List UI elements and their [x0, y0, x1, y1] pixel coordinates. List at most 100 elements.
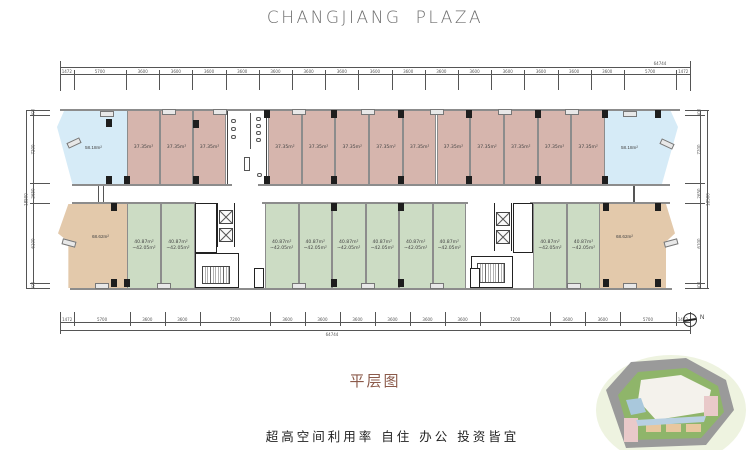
- bottom-total-line: [60, 330, 690, 331]
- compass-icon: [683, 313, 697, 327]
- dim-tick: [550, 312, 551, 326]
- dim-tick: [685, 183, 705, 184]
- dimension-segment-label: 3600: [569, 69, 580, 74]
- dimension-segment-label: 3600: [303, 69, 314, 74]
- stairs-icon: [202, 266, 230, 284]
- stairs-icon: [477, 263, 505, 283]
- unit-area-label: 37.35m²: [376, 144, 396, 150]
- dimension-segment-label: 5700: [94, 69, 105, 74]
- pillar: [535, 110, 541, 118]
- ac-unit-icon: [100, 111, 114, 117]
- stairwell: [195, 253, 239, 288]
- dim-tick: [26, 288, 50, 289]
- unit-bottom[interactable]: 40.87m²~42.05m²: [332, 204, 366, 288]
- unit-bottom[interactable]: 40.87m²~42.05m²: [432, 204, 466, 288]
- pillar: [466, 110, 472, 118]
- unit-top[interactable]: 37.35m²: [127, 111, 160, 184]
- unit-area-label: 37.35m²: [477, 144, 497, 150]
- sink-icon: [231, 119, 236, 123]
- unit-top[interactable]: 37.35m²: [268, 111, 302, 184]
- pillar: [655, 203, 661, 211]
- right-seg: 500: [696, 281, 702, 290]
- unit-area-label: 40.87m²~42.05m²: [404, 240, 428, 251]
- pillar: [331, 110, 337, 118]
- site-plan-thumbnail: [596, 355, 746, 450]
- dim-tick: [26, 110, 50, 111]
- unit-top[interactable]: 37.35m²: [571, 111, 605, 184]
- elevator-icon: [496, 230, 510, 244]
- dimension-segment-label: 3600: [387, 317, 398, 322]
- unit-top[interactable]: 37.35m²: [503, 111, 538, 184]
- right-seg: 7200: [696, 144, 702, 155]
- elevator-shaft: [494, 203, 512, 251]
- ac-unit-icon: [292, 109, 306, 115]
- dim-tick: [129, 312, 131, 326]
- dim-tick: [623, 70, 625, 90]
- dim-tick: [358, 70, 360, 90]
- ac-unit-icon: [162, 109, 176, 115]
- dim-tick: [675, 312, 677, 326]
- dim-tick: [557, 70, 559, 90]
- pillar: [655, 110, 661, 118]
- unit-area-label: 37.35m²: [511, 144, 531, 150]
- unit-top[interactable]: 37.35m²: [335, 111, 370, 184]
- dimension-segment-label: 3600: [535, 69, 546, 74]
- ac-unit-icon: [157, 283, 171, 289]
- dim-tick: [74, 312, 76, 326]
- unit-area-label: 37.35m²: [578, 144, 598, 150]
- unit-area-label: 58.18m²: [621, 145, 638, 150]
- service-shaft: [513, 203, 533, 253]
- unit-area-label: 40.87m²~42.05m²: [538, 240, 562, 251]
- unit-top[interactable]: 37.35m²: [369, 111, 403, 184]
- unit-top[interactable]: 37.35m²: [301, 111, 336, 184]
- left-seg: 2650: [30, 188, 36, 199]
- dimension-segment-label: 3600: [422, 317, 433, 322]
- dimension-segment-label: 3600: [237, 69, 248, 74]
- restroom-core: [227, 111, 267, 184]
- right-seg: 6100: [696, 238, 702, 249]
- dim-tick: [457, 70, 459, 90]
- dim-tick: [269, 312, 271, 326]
- unit-bottom[interactable]: 40.87m²~42.05m²: [399, 204, 433, 288]
- unit-bottom-right[interactable]: 68.62m²: [600, 204, 675, 288]
- ac-unit-icon: [623, 111, 637, 117]
- dim-tick: [292, 70, 293, 90]
- service-shaft: [195, 203, 217, 253]
- ac-unit-icon: [623, 283, 637, 289]
- unit-bottom[interactable]: 40.87m²~42.05m²: [265, 204, 299, 288]
- ac-unit-icon: [430, 109, 444, 115]
- top-total-label: 64744: [653, 61, 667, 66]
- dim-tick: [339, 312, 341, 326]
- unit-area-label: 40.87m²~42.05m²: [166, 240, 190, 251]
- pillar: [603, 279, 609, 287]
- title-word-2: PLAZA: [415, 8, 484, 28]
- unit-top[interactable]: 37.35m²: [537, 111, 572, 184]
- unit-top[interactable]: 37.35m²: [436, 111, 471, 184]
- dim-tick: [192, 70, 194, 90]
- unit-bottom[interactable]: 40.87m²~42.05m²: [298, 204, 332, 288]
- unit-bottom[interactable]: 40.87m²~42.05m²: [567, 204, 600, 288]
- unit-top[interactable]: 37.35m²: [470, 111, 504, 184]
- left-segment-line: [33, 110, 34, 288]
- pillar: [124, 279, 130, 287]
- pillar: [398, 203, 404, 211]
- left-seg: 6100: [30, 238, 36, 249]
- dim-tick: [685, 283, 705, 284]
- unit-top[interactable]: 37.35m²: [160, 111, 193, 184]
- dim-tick: [304, 312, 306, 326]
- top-inner-wall-left: [72, 184, 232, 186]
- sink-icon: [231, 135, 236, 139]
- unit-bottom[interactable]: 40.87m²~42.05m²: [365, 204, 399, 288]
- sink-icon: [231, 127, 236, 131]
- dimension-segment-label: 7200: [229, 317, 240, 322]
- dimension-segment-label: 3600: [436, 69, 447, 74]
- bottom-outer-wall: [70, 288, 672, 290]
- unit-bottom[interactable]: 40.87m²~42.05m²: [161, 204, 195, 288]
- unit-area-label: 40.87m²~42.05m²: [437, 240, 461, 251]
- dimension-segment-label: 1472: [676, 317, 690, 322]
- right-segment-line: [700, 110, 701, 288]
- unit-bottom[interactable]: 40.87m²~42.05m²: [533, 204, 567, 288]
- unit-top[interactable]: 37.35m²: [402, 111, 437, 184]
- unit-area-label: 37.35m²: [275, 144, 295, 150]
- unit-bottom[interactable]: 40.87m²~42.05m²: [127, 204, 161, 288]
